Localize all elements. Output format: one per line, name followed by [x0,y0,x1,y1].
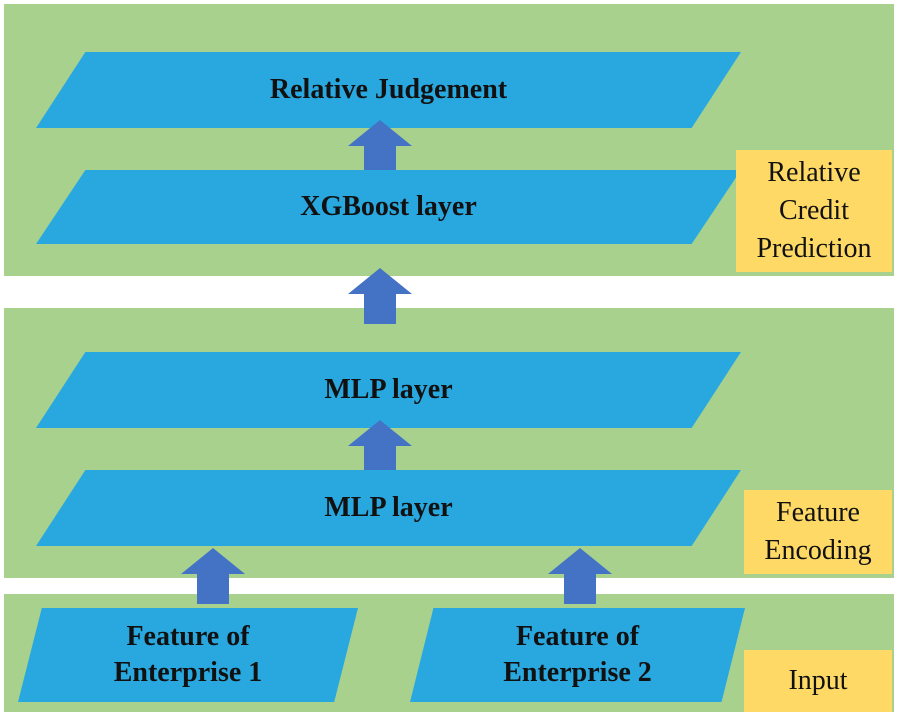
tag-line: Prediction [756,233,872,264]
mlp-upper-label: MLP layer [324,374,453,405]
enterprise-2-input: Feature of Enterprise 2 [410,608,745,702]
up-arrow-icon [348,420,412,476]
up-arrow-icon [548,548,612,604]
tag-line: Encoding [764,535,872,566]
xgboost-label: XGBoost layer [300,191,477,222]
tag-line: Credit [779,195,849,226]
up-arrow-icon [181,548,245,604]
enterprise-1-line: Feature of [126,621,250,652]
up-arrow-icon [348,120,412,176]
xgboost-layer: XGBoost layer [36,170,741,244]
relative-judgement-label: Relative Judgement [269,74,508,105]
relative-judgement-layer: Relative Judgement [36,52,741,128]
tag-line: Input [788,665,848,696]
mlp-layer-lower: MLP layer [36,470,741,546]
mlp-lower-label: MLP layer [324,492,453,523]
enterprise-1-input: Feature of Enterprise 1 [18,608,358,702]
tag-line: Feature [776,497,860,528]
enterprise-2-line: Feature of [515,621,640,652]
up-arrow-icon [348,268,412,324]
enterprise-1-line: Enterprise 1 [113,657,263,688]
input-tag: Input [744,650,892,712]
enterprise-2-line: Enterprise 2 [503,657,652,688]
feature-encoding-tag: Feature Encoding [744,490,892,574]
tag-line: Relative [767,157,861,188]
mlp-layer-upper: MLP layer [36,352,741,428]
relative-credit-prediction-tag: Relative Credit Prediction [736,150,892,272]
